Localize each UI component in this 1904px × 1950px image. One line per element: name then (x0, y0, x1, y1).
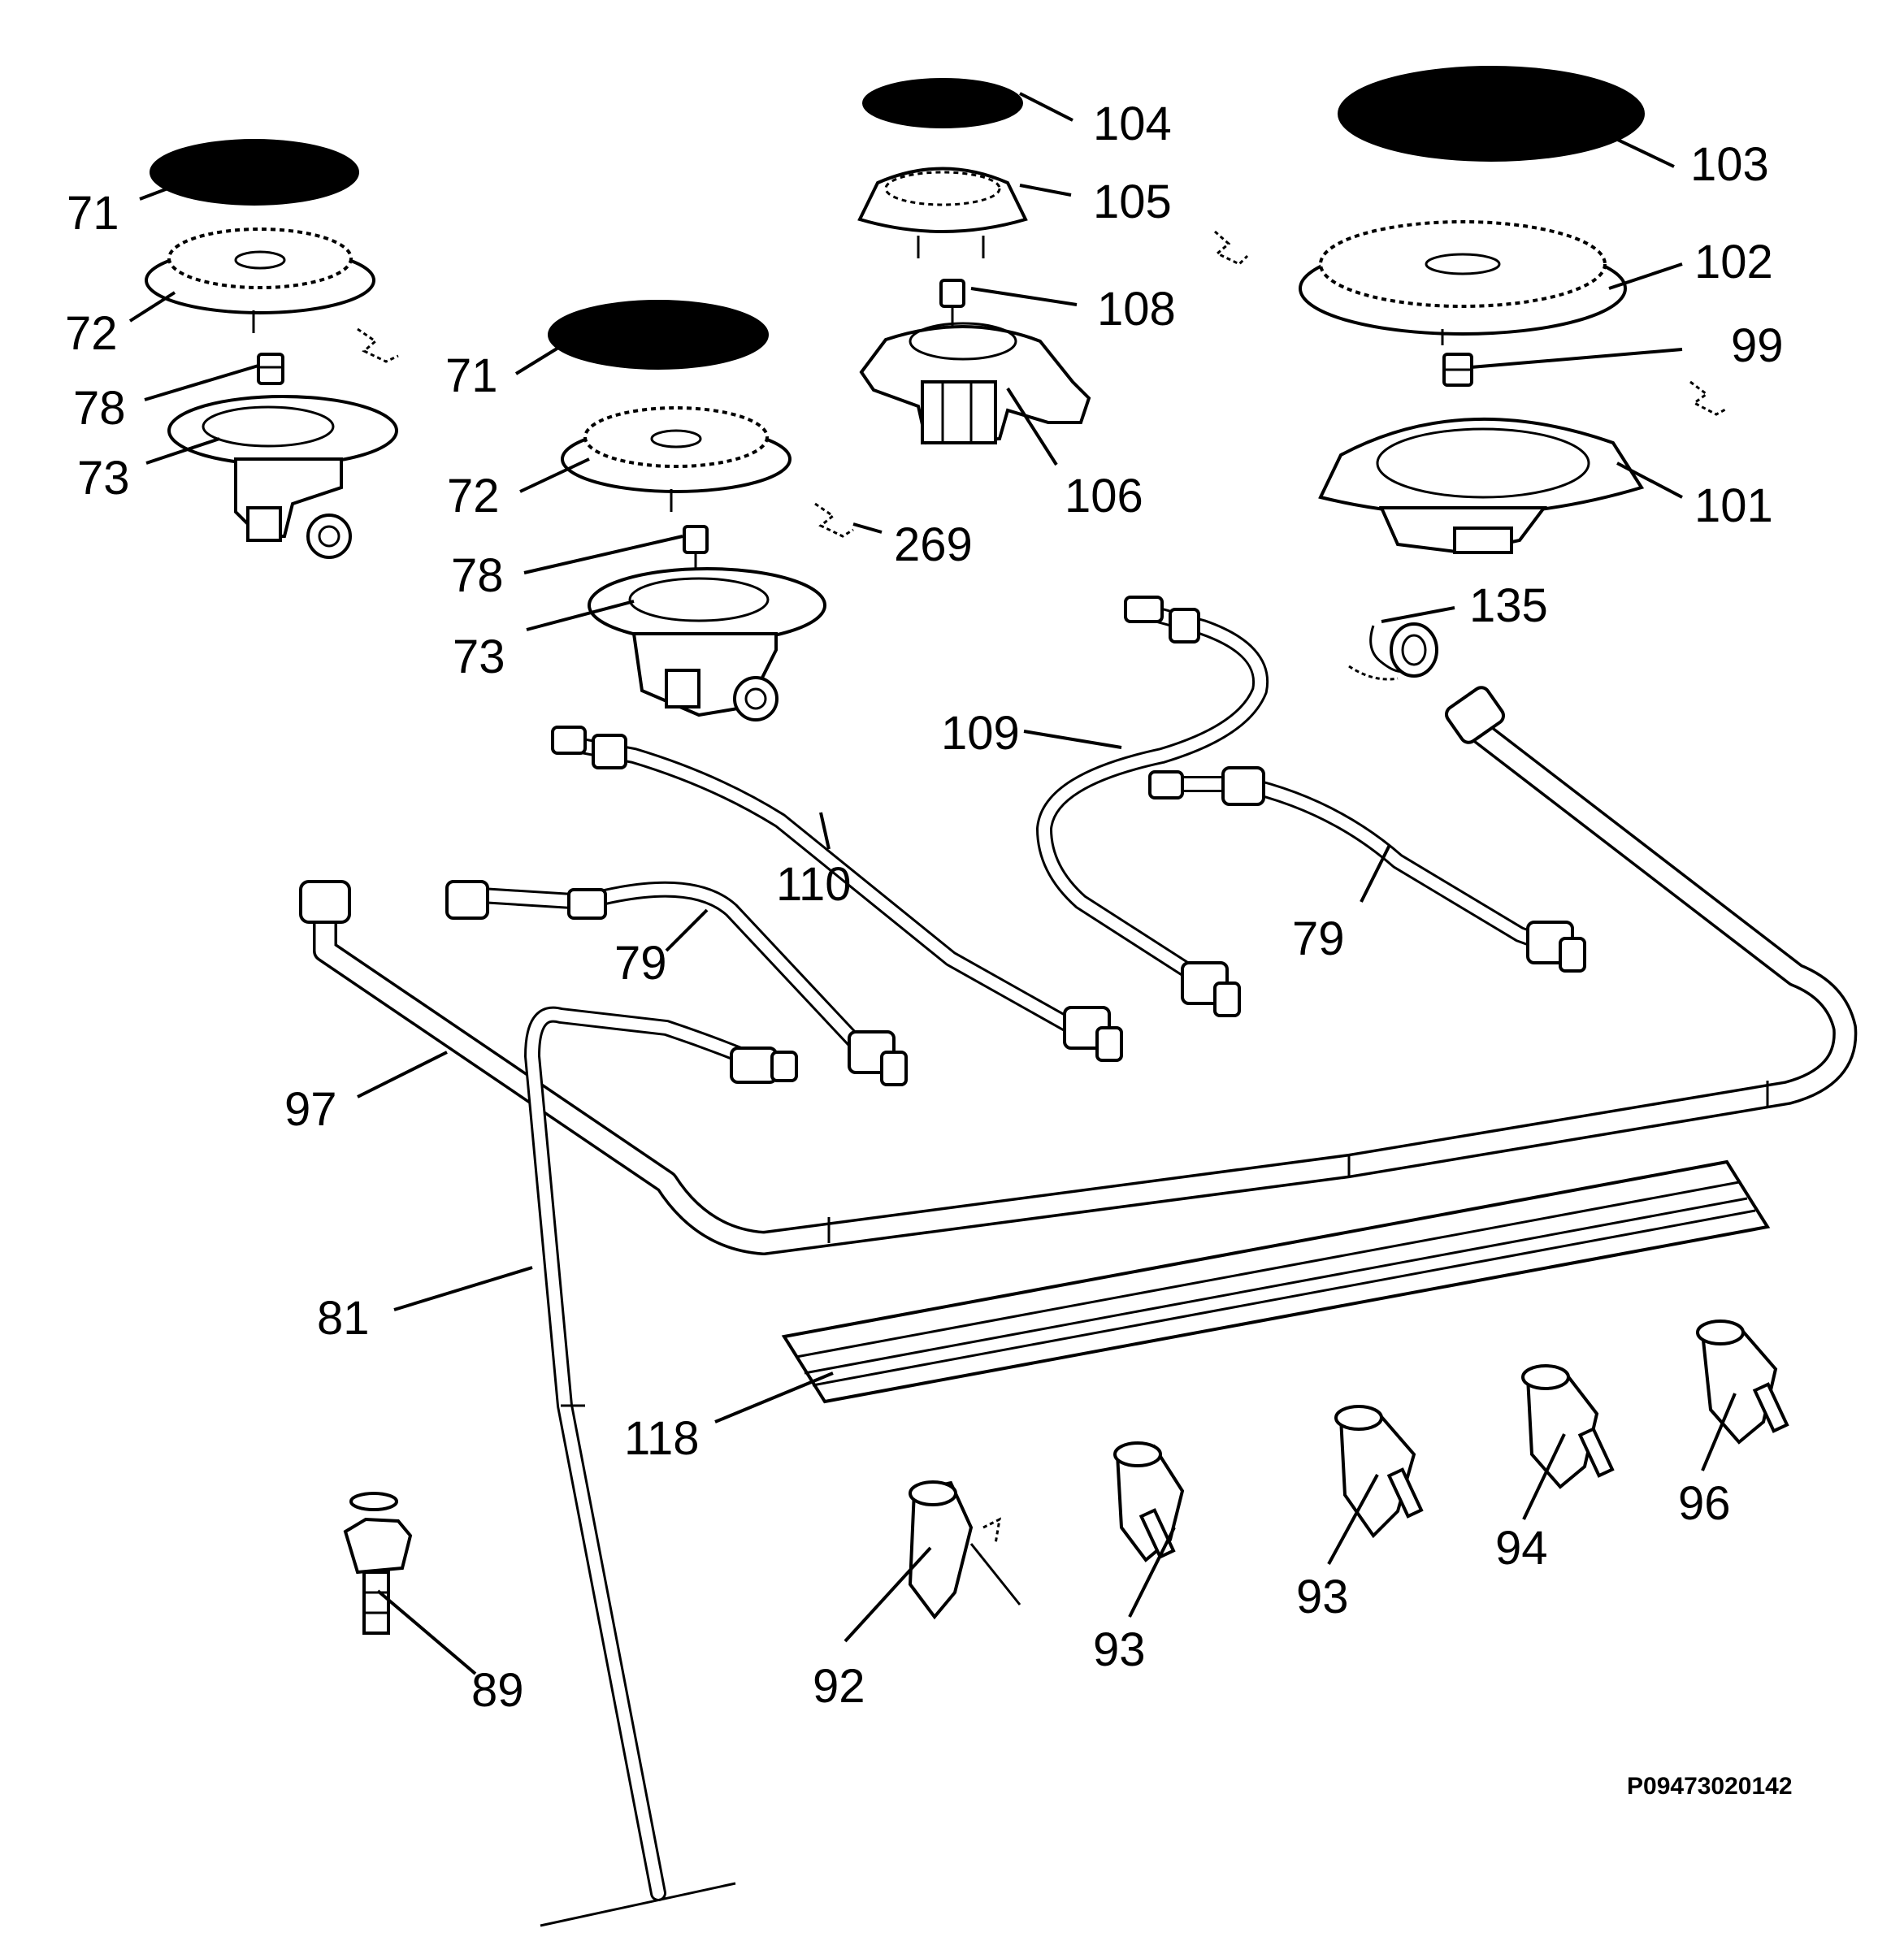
part-labels: 71 72 78 73 71 72 78 73 269 104 105 108 … (65, 98, 1793, 1800)
ignition-electrode-right (1689, 380, 1728, 416)
gas-tap-3 (1334, 1405, 1424, 1539)
burner-crown-small-rear (857, 167, 1028, 258)
injector-left (257, 353, 284, 385)
label-ignition-electrode: 269 (894, 518, 973, 571)
label-hose-connector: 89 (471, 1664, 524, 1717)
label-tap-3: 93 (1296, 1571, 1349, 1623)
gas-tap-5 (1696, 1320, 1789, 1445)
diagram-code: P09473020142 (1627, 1773, 1793, 1800)
gas-tube-rear-right (1036, 596, 1269, 1017)
burner-small-rear (857, 78, 1091, 445)
injector-small-rear (939, 279, 965, 332)
label-crown-middle: 72 (447, 470, 500, 522)
label-burner-body-small-rear: 106 (1065, 470, 1143, 522)
manifold-bracket (781, 1159, 1771, 1404)
label-tap-5: 96 (1678, 1477, 1731, 1530)
burner-crown-left (145, 228, 375, 333)
label-tap-2: 93 (1093, 1623, 1146, 1676)
label-burner-body-left: 73 (77, 452, 130, 505)
label-tube-front-right: 79 (1292, 912, 1345, 965)
burner-cap-left (150, 139, 359, 206)
label-cap-left: 71 (67, 187, 119, 240)
burner-cap-middle (548, 300, 769, 370)
label-tube-rear-right: 109 (941, 707, 1020, 760)
burner-body-small-rear (859, 322, 1091, 445)
label-cap-large: 103 (1690, 138, 1769, 191)
burner-cap-large (1338, 66, 1645, 162)
label-cap-middle: 71 (445, 349, 498, 402)
label-tube-front-left: 79 (614, 937, 667, 990)
label-tube-middle: 110 (776, 858, 851, 911)
label-supply-pipe: 81 (317, 1292, 370, 1345)
label-injector-large: 99 (1731, 319, 1784, 372)
gas-tap-2 (1113, 1441, 1185, 1562)
label-injector-left: 78 (73, 382, 126, 435)
gas-manifold (299, 686, 1858, 1255)
label-injector-small-rear: 108 (1097, 283, 1176, 336)
burner-crown-middle (561, 406, 792, 512)
hose-connector (343, 1492, 413, 1635)
burner-body-large (1318, 417, 1645, 555)
burner-left (145, 139, 398, 559)
label-elbow-connector: 135 (1469, 579, 1548, 632)
burner-body-left (167, 395, 398, 559)
label-burner-body-large: 101 (1694, 479, 1773, 532)
label-injector-middle: 78 (451, 549, 504, 602)
label-crown-small-rear: 105 (1093, 176, 1172, 228)
gas-tap-1 (908, 1480, 1021, 1620)
gas-tube-front-right (1148, 766, 1586, 973)
ignition-electrode-middle (814, 502, 854, 538)
injector-large (1442, 353, 1473, 387)
ignition-electrode-rear (1214, 230, 1249, 266)
gas-tube-middle (551, 726, 1123, 1062)
leader-lines (128, 92, 1737, 1675)
label-tap-1: 92 (813, 1660, 865, 1713)
label-gas-manifold: 97 (284, 1083, 337, 1136)
gas-tap-4 (1521, 1364, 1615, 1489)
supply-pipe (524, 1006, 798, 1927)
burner-middle (548, 300, 826, 722)
label-burner-body-middle: 73 (453, 630, 505, 683)
label-tap-4: 94 (1495, 1522, 1548, 1575)
label-manifold-bracket: 118 (624, 1412, 699, 1465)
ignition-electrode-left (357, 327, 399, 363)
label-cap-small-rear: 104 (1093, 98, 1172, 150)
label-crown-large: 102 (1694, 236, 1773, 288)
gas-tube-front-left (445, 880, 908, 1086)
elbow-connector (1348, 622, 1438, 681)
label-crown-left: 72 (65, 307, 118, 360)
burner-body-middle (588, 567, 826, 722)
burner-cap-small-rear (862, 78, 1023, 128)
burner-crown-large (1299, 220, 1627, 345)
burner-large (1299, 66, 1645, 555)
